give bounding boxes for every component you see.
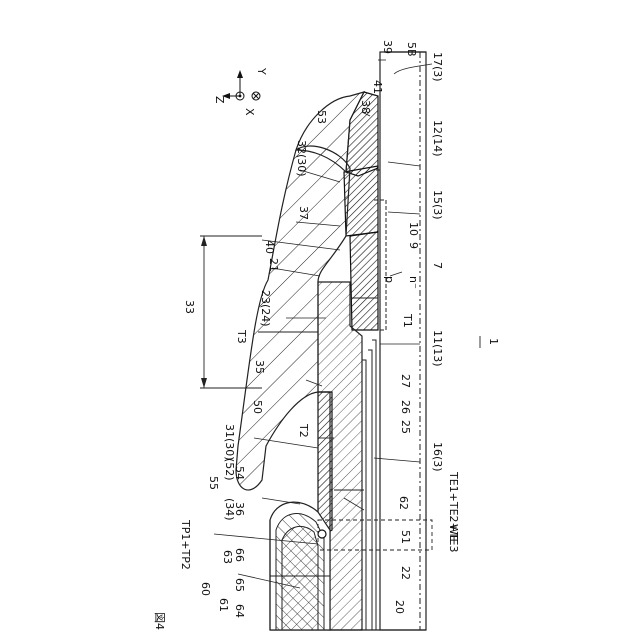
label-38: 38 [359,100,372,114]
label-17-3: 17(3) [431,52,444,82]
label-33: 33 [183,300,196,314]
label-25: 25 [399,420,412,434]
label-10: 10 [407,222,420,236]
label-35: 35 [253,360,266,374]
label-41: 41 [371,80,384,94]
label-65: 65 [233,578,246,592]
label-21: 21 [267,258,280,272]
label-32-30: 32(30) [295,140,308,177]
label-16-3: 16(3) [431,442,444,472]
axis-x-label: X [243,108,256,116]
label-62: 62 [397,496,410,510]
label-54: 54 [233,466,246,480]
label-36: 36 [233,502,246,516]
dim-33-arrow-bottom [201,378,207,388]
label-31-30: 31(30) [223,424,236,461]
label-51: 51 [399,530,412,544]
dim-33-arrow-top [201,236,207,246]
label-50: 50 [251,400,264,414]
label-t3: T3 [235,329,248,344]
label-9: 9 [407,242,420,249]
axis-y-label: Y [255,67,268,75]
layer-27 [372,340,376,630]
label-37: 37 [297,206,310,220]
insulator-40 [350,232,378,330]
label-66: 66 [233,548,246,562]
coordinate-axes [222,70,260,100]
layer-26 [368,350,372,630]
label-12-14: 12(14) [431,120,444,157]
device-ref-1: 1 [487,338,500,345]
label-60: 60 [199,582,212,596]
label-20: 20 [393,600,406,614]
label-22: 22 [399,566,412,580]
label-23-24: 23(24) [259,290,272,327]
label-11-13: 11(13) [431,330,444,367]
label-64: 64 [233,604,246,618]
axis-z-label: Z [213,96,226,104]
label-15-3: 15(3) [431,190,444,220]
label-61: 61 [217,598,230,612]
label-55: 55 [207,476,220,490]
label-53: 53 [315,110,328,124]
label-7: 7 [431,262,444,269]
label-40: 40 [263,240,276,254]
contact-51 [318,530,326,538]
label-we: WE [447,524,460,542]
label-26: 26 [399,400,412,414]
label-tp: TP1+TP2 [179,519,192,570]
label-27: 27 [399,374,412,388]
label-5b: 5B [405,42,418,57]
figure-number: 図4 [153,612,166,630]
label-t1: T1 [401,313,414,328]
label-63: 63 [221,550,234,564]
label-n-minus: n⁻ [407,276,420,289]
label-39: 39 [381,40,394,54]
label-p: p [383,276,396,283]
label-t2: T2 [297,423,310,438]
